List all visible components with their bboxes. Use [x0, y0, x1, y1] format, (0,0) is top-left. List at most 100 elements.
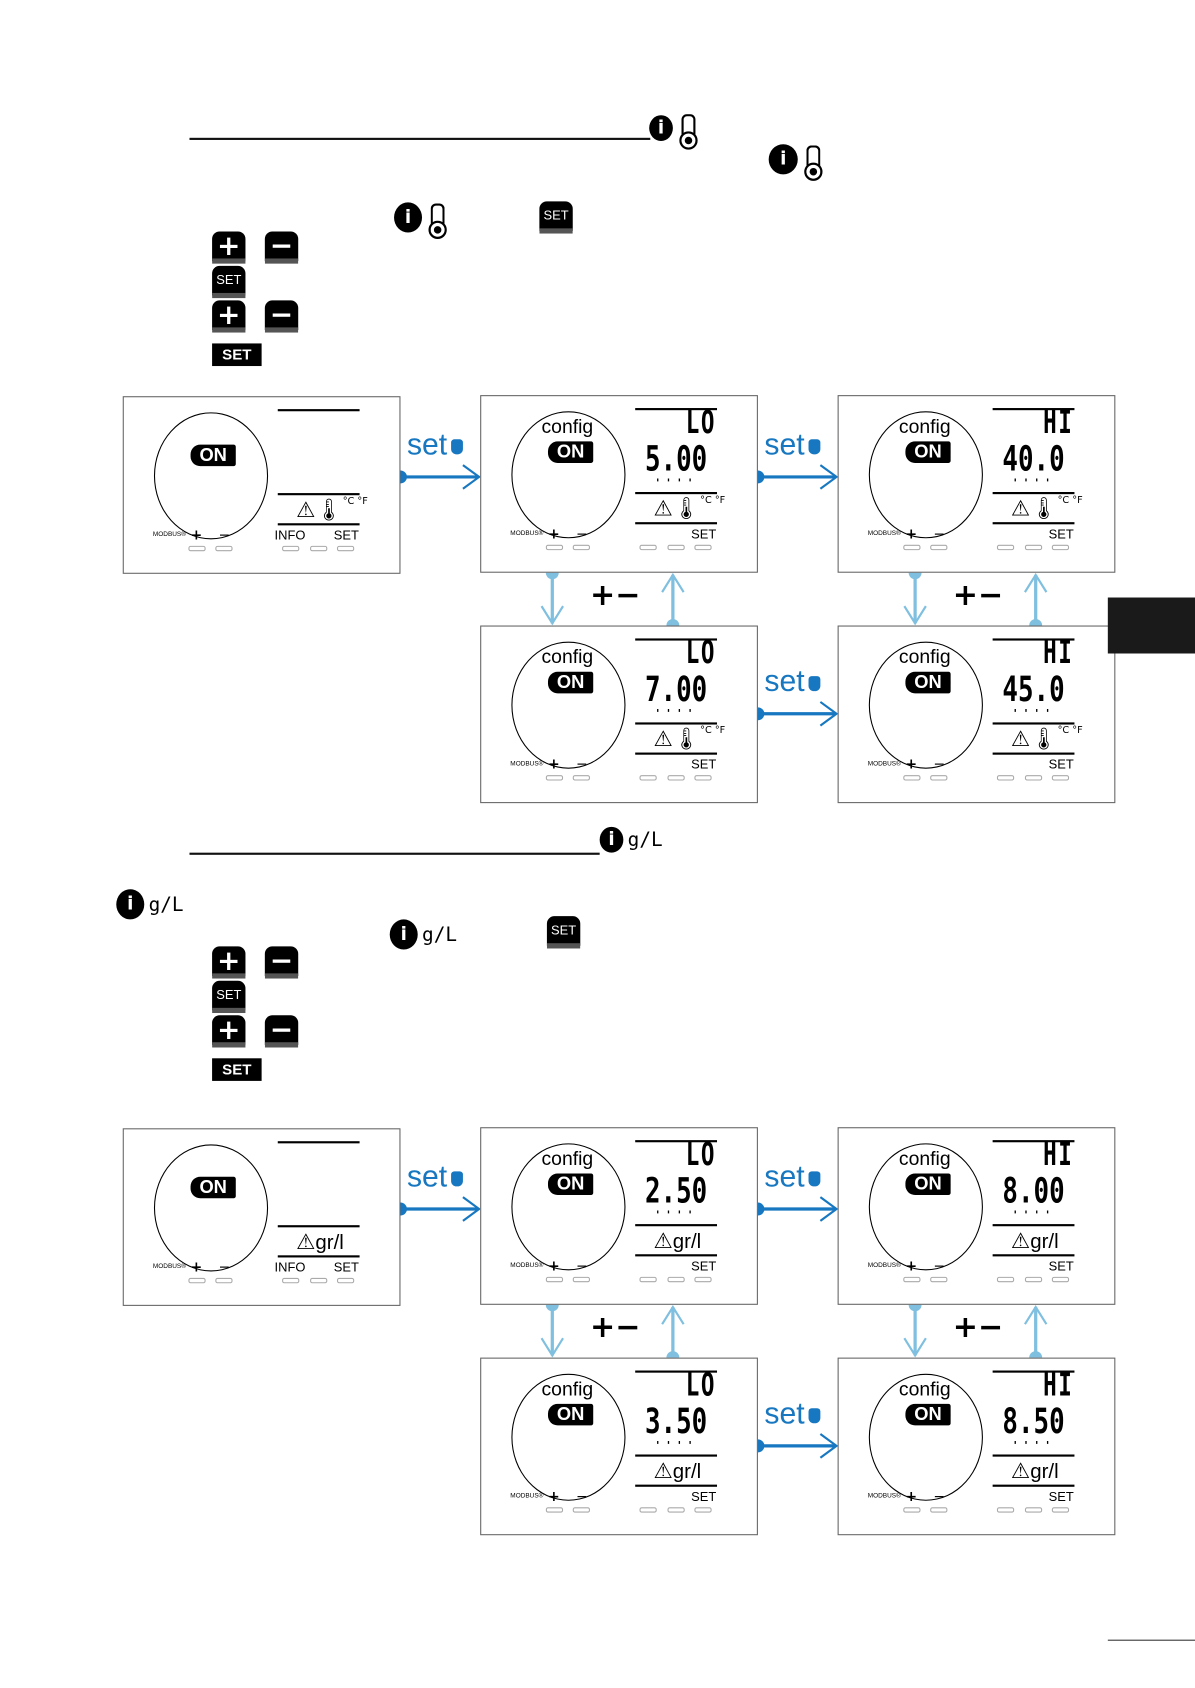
- inline-icons: i: [394, 202, 447, 240]
- button-slot[interactable]: [1051, 1507, 1070, 1513]
- button-slot[interactable]: [215, 545, 233, 552]
- info-button-label[interactable]: INFO: [274, 527, 306, 543]
- minus-button-label[interactable]: −: [575, 1258, 588, 1275]
- button-slot[interactable]: [667, 1276, 685, 1283]
- set-button-label[interactable]: SET: [691, 1488, 717, 1505]
- minus-button-label[interactable]: −: [933, 756, 946, 773]
- config-label: config: [541, 645, 594, 668]
- plus-button-label[interactable]: +: [547, 756, 560, 773]
- button-slot[interactable]: [282, 545, 300, 552]
- button-slot[interactable]: [1051, 1276, 1070, 1283]
- button-slot[interactable]: [694, 544, 712, 551]
- button-slot[interactable]: [996, 1507, 1015, 1513]
- button-slot[interactable]: [336, 545, 355, 552]
- minus-button-label[interactable]: −: [218, 1259, 231, 1276]
- button-slot[interactable]: [1051, 544, 1070, 551]
- button-slot[interactable]: [996, 775, 1015, 781]
- blink-marks: '''': [1011, 708, 1056, 721]
- plus-button-label[interactable]: +: [547, 1258, 560, 1275]
- plus-button-label[interactable]: +: [547, 526, 560, 543]
- button-slot[interactable]: [996, 1276, 1015, 1283]
- button-slot[interactable]: [930, 1276, 948, 1283]
- button-slot[interactable]: [694, 1276, 712, 1283]
- button-slot[interactable]: [667, 775, 685, 781]
- button-slot[interactable]: [903, 775, 921, 781]
- button-slot[interactable]: [215, 1277, 233, 1284]
- button-slot[interactable]: [1024, 544, 1043, 551]
- set-button-label[interactable]: SET: [1048, 1488, 1074, 1505]
- info-button-label[interactable]: INFO: [274, 1259, 306, 1275]
- set-button-label[interactable]: SET: [691, 756, 717, 772]
- button-slot[interactable]: [1024, 775, 1043, 781]
- set-button-label[interactable]: SET: [333, 1259, 359, 1275]
- button-slot[interactable]: [188, 1277, 206, 1284]
- set-arrow-label: set: [407, 427, 464, 461]
- button-slot[interactable]: [545, 775, 564, 781]
- plus-button-label[interactable]: +: [547, 1488, 560, 1506]
- on-badge: ON: [547, 1173, 594, 1196]
- button-slot[interactable]: [1051, 775, 1070, 781]
- button-slot[interactable]: [545, 544, 564, 551]
- button-slot[interactable]: [310, 1277, 328, 1284]
- button-slot[interactable]: [572, 775, 590, 781]
- side-tab: [1107, 597, 1195, 654]
- set-button-label[interactable]: SET: [333, 527, 359, 543]
- plus-button-label[interactable]: +: [905, 526, 918, 543]
- warning-icon: ⚠: [296, 1228, 316, 1255]
- modbus-label: MODBUS®: [152, 531, 186, 539]
- alert-row: ⚠gr/l: [653, 1227, 701, 1254]
- minus-button-label[interactable]: −: [218, 527, 231, 544]
- button-slot[interactable]: [1024, 1507, 1043, 1513]
- set-key-icon: SET: [212, 980, 246, 1014]
- thermometer-icon: [428, 203, 447, 240]
- set-button-label[interactable]: SET: [1048, 1258, 1074, 1274]
- set-button-label[interactable]: SET: [691, 1258, 717, 1274]
- button-slot[interactable]: [1024, 1276, 1043, 1283]
- button-slot[interactable]: [930, 775, 948, 781]
- button-slot[interactable]: [310, 545, 328, 552]
- button-slot[interactable]: [930, 544, 948, 551]
- set-button-label[interactable]: SET: [1048, 756, 1074, 772]
- unit-label: gr/l: [1030, 1460, 1059, 1484]
- button-slot[interactable]: [667, 1507, 685, 1513]
- button-slot[interactable]: [903, 1507, 921, 1513]
- set-button-label[interactable]: SET: [691, 526, 717, 542]
- minus-button-label[interactable]: −: [933, 1258, 946, 1275]
- plus-button-label[interactable]: +: [905, 756, 918, 773]
- button-slot[interactable]: [996, 544, 1015, 551]
- button-slot[interactable]: [903, 544, 921, 551]
- divider: [277, 523, 360, 526]
- divider: [635, 1370, 718, 1373]
- modbus-label: MODBUS®: [510, 761, 544, 768]
- button-slot[interactable]: [694, 1507, 712, 1513]
- minus-button-label[interactable]: −: [575, 756, 588, 773]
- value-down-arrow: [540, 1298, 564, 1358]
- button-slot[interactable]: [188, 545, 206, 552]
- button-slot[interactable]: [667, 544, 685, 551]
- button-slot[interactable]: [545, 1276, 564, 1283]
- minus-button-label[interactable]: −: [933, 1488, 946, 1506]
- button-slot[interactable]: [572, 1276, 590, 1283]
- button-slot[interactable]: [282, 1277, 300, 1284]
- plus-button-label[interactable]: +: [905, 1488, 918, 1506]
- blink-marks: '''': [654, 478, 698, 490]
- plus-button-label[interactable]: +: [190, 527, 203, 544]
- button-slot[interactable]: [903, 1276, 921, 1283]
- button-slot[interactable]: [639, 1507, 657, 1513]
- minus-button-label[interactable]: −: [575, 526, 588, 543]
- plus-button-label[interactable]: +: [905, 1258, 918, 1275]
- button-slot[interactable]: [572, 544, 590, 551]
- set-button-label[interactable]: SET: [1048, 526, 1074, 542]
- button-slot[interactable]: [930, 1507, 948, 1513]
- button-slot[interactable]: [639, 775, 657, 781]
- button-slot[interactable]: [639, 1276, 657, 1283]
- button-slot[interactable]: [694, 775, 712, 781]
- button-slot[interactable]: [545, 1507, 564, 1513]
- minus-button-label[interactable]: −: [933, 526, 946, 543]
- minus-button-label[interactable]: −: [575, 1488, 588, 1506]
- plus-button-label[interactable]: +: [190, 1259, 203, 1276]
- button-slot[interactable]: [572, 1507, 590, 1513]
- button-slot[interactable]: [336, 1277, 355, 1284]
- modbus-label: MODBUS®: [867, 1493, 901, 1500]
- button-slot[interactable]: [639, 544, 657, 551]
